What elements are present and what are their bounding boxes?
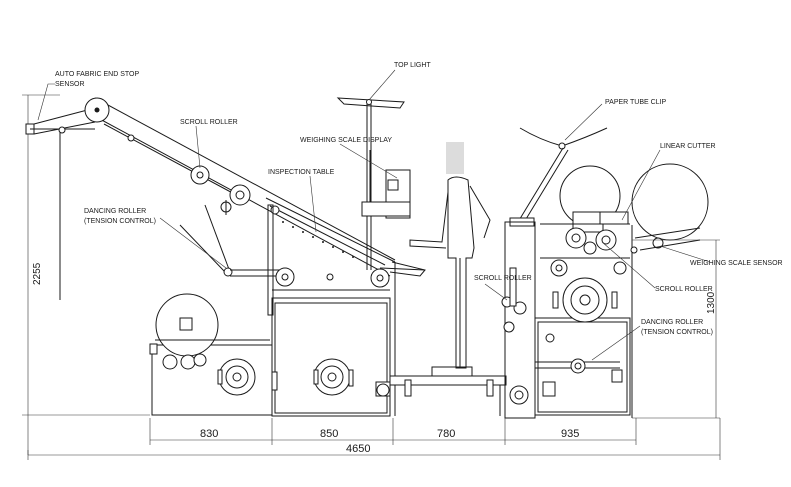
label-scroll-roller-right: SCROLL ROLLER	[655, 286, 713, 293]
label-auto-fabric-end-stop: AUTO FABRIC END STOP	[55, 71, 139, 78]
label-dancing-roller-left-tension: (TENSION CONTROL)	[84, 218, 156, 225]
dimension-widths: 830 850 780 935 4650	[27, 418, 721, 460]
label-scroll-roller-mid: SCROLL ROLLER	[474, 275, 532, 282]
label-linear-cutter: LINEAR CUTTER	[660, 143, 716, 150]
dim-830-label: 830	[200, 428, 218, 440]
dim-4650-label: 4650	[346, 443, 370, 455]
dim-2255-label: 2255	[32, 262, 43, 285]
labels: AUTO FABRIC END STOP SENSOR TOP LIGHT PA…	[55, 62, 783, 336]
dim-1300-label: 1300	[706, 291, 717, 314]
label-scroll-roller-top: SCROLL ROLLER	[180, 119, 238, 126]
label-weighing-scale-display: WEIGHING SCALE DISPLAY	[300, 137, 392, 144]
inspection-table-perforations	[282, 221, 354, 258]
operator-figure	[409, 142, 491, 369]
label-dancing-roller-right: DANCING ROLLER	[641, 319, 703, 326]
winding-unit	[501, 127, 709, 419]
dim-780-label: 780	[437, 428, 455, 440]
label-dancing-roller-right-tension: (TENSION CONTROL)	[641, 329, 713, 336]
label-paper-tube-clip: PAPER TUBE CLIP	[605, 99, 667, 106]
operator-platform	[389, 366, 507, 416]
dimension-height-right: 1300	[632, 239, 720, 419]
leader-lines	[37, 69, 711, 361]
dimension-height-total: 2255	[22, 94, 150, 455]
feed-unit	[25, 97, 426, 417]
label-auto-fabric-end-stop-sensor: SENSOR	[55, 81, 85, 88]
label-top-light: TOP LIGHT	[394, 62, 431, 69]
dim-850-label: 850	[320, 428, 338, 440]
label-dancing-roller-left: DANCING ROLLER	[84, 208, 146, 215]
label-weighing-scale-sensor: WEIGHING SCALE SENSOR	[690, 260, 783, 267]
label-inspection-table: INSPECTION TABLE	[268, 169, 335, 176]
dim-935-label: 935	[561, 428, 579, 440]
